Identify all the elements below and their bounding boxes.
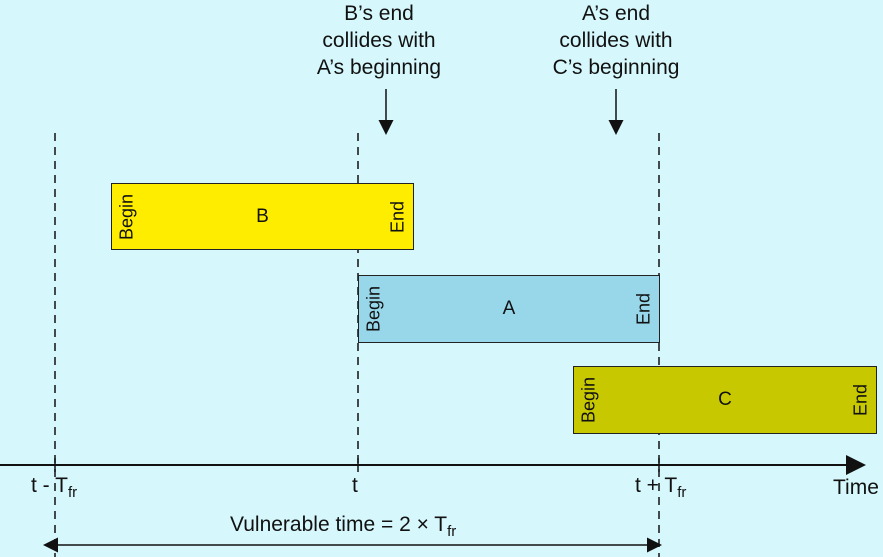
vulnerable-time-label: Vulnerable time = 2 × Tfr (230, 513, 457, 540)
tick-label-center: t (352, 474, 358, 497)
frame-a-label: A (502, 298, 516, 319)
annotation-b-end-collides: B’s end collides with A’s beginning (316, 2, 442, 79)
annotation-a-end-collides: A’s end collides with C’s beginning (552, 2, 680, 79)
tick-label-right: t + Tfr (635, 474, 687, 501)
frame-b-end-label: End (387, 200, 408, 233)
frame-a-end-label: End (633, 292, 654, 326)
tick-label-left: t - Tfr (31, 474, 78, 501)
time-axis-label: Time (833, 476, 879, 499)
frame-c: Begin C End (573, 366, 877, 434)
frame-b: Begin B End (111, 183, 414, 250)
frame-b-label: B (256, 205, 269, 227)
frame-c-end-label: End (850, 383, 871, 417)
frame-c-label: C (718, 389, 732, 410)
frame-a: Begin A End (358, 275, 660, 343)
